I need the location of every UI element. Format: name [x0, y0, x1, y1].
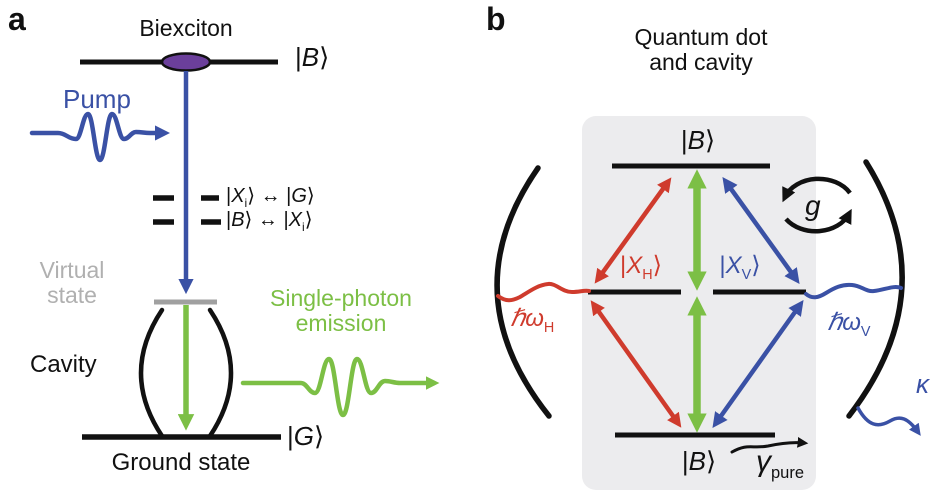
- biexciton-title: Biexciton: [139, 15, 233, 41]
- h-transition-arrow-lower: [590, 300, 682, 428]
- ket-B-top: |B⟩: [681, 126, 715, 154]
- gamma-pure-label: γpure: [756, 445, 804, 481]
- ket-letter: X: [725, 252, 742, 279]
- ket-letter: B: [687, 125, 705, 155]
- cavity-mirror-left-a: [138, 307, 165, 439]
- hw-sub: H: [543, 319, 555, 336]
- ket-bar: |: [619, 252, 627, 279]
- biexciton-dot: [160, 52, 212, 72]
- title-line2: and cavity: [649, 48, 753, 75]
- title-line1: Quantum dot: [634, 24, 768, 50]
- g-coupling-arc-bottom: [784, 208, 852, 234]
- emission-line1: Single-photon: [270, 285, 412, 311]
- ket-bracket: ⟩: [705, 446, 717, 476]
- cavity-mirror-left-b: [494, 165, 552, 419]
- hw-main: ℏω: [510, 305, 544, 332]
- t1-p3: ⟩: [306, 185, 315, 207]
- t1-g: G: [291, 185, 307, 207]
- t2-p2: ⟩ ↔ |: [244, 209, 289, 231]
- virtual-line2: state: [47, 281, 97, 308]
- panel-a-label: a: [8, 1, 26, 37]
- ket-letter: X: [626, 252, 643, 279]
- ket-XH: |XH⟩: [619, 252, 663, 282]
- gamma-sub: pure: [771, 464, 805, 482]
- panel-b-label: b: [486, 1, 506, 37]
- v-transition-arrow-lower: [712, 300, 804, 428]
- hbar-omega-v-label: ℏωV: [827, 309, 871, 339]
- ket-bracket: ⟩: [704, 125, 716, 155]
- ket-B-panel-a: |B⟩: [295, 43, 329, 71]
- t1-p1: |: [226, 185, 232, 207]
- gamma-pure-arrow: [730, 436, 809, 454]
- t2-b: B: [231, 209, 245, 231]
- ket-letter: G: [293, 421, 314, 451]
- panel-b-graphics: [494, 116, 921, 490]
- ket-bracket: ⟩: [652, 252, 663, 279]
- ket-letter: B: [688, 446, 706, 476]
- t1-p2: ⟩ ↔ |: [247, 185, 292, 207]
- hw-sub: V: [860, 323, 871, 340]
- ket-bar: |: [681, 446, 689, 476]
- ket-bracket: ⟩: [319, 42, 330, 72]
- cavity-mirror-right-a: [207, 307, 234, 439]
- ket-XV: |XV⟩: [719, 252, 761, 282]
- ground-state-label: Ground state: [111, 449, 251, 476]
- g-coupling-arc-top: [782, 176, 852, 203]
- pump-label: Pump: [63, 84, 131, 114]
- virtual-line1: Virtual: [39, 257, 105, 283]
- t1-x: X: [231, 185, 245, 207]
- ket-B-bottom: |B⟩: [682, 447, 716, 475]
- ket-bar: |: [719, 252, 726, 279]
- gamma-symbol: γ: [756, 445, 771, 478]
- ket-bracket: ⟩: [751, 252, 761, 279]
- kappa-decay-arrow: [856, 406, 921, 436]
- ket-bar: |: [680, 125, 688, 155]
- photon-h-wave: [496, 281, 591, 303]
- ket-sub: H: [642, 266, 653, 283]
- transition-label-1: |Xi⟩ ↔ |G⟩: [226, 185, 315, 210]
- t2-sub: i: [302, 220, 305, 234]
- t2-p3: ⟩: [304, 209, 313, 231]
- photon-v-wave: [804, 282, 903, 300]
- ket-bracket: ⟩: [314, 421, 325, 451]
- cavity-label: Cavity: [30, 351, 97, 378]
- hw-main: ℏω: [827, 309, 861, 336]
- pump-pulse-wave: [29, 111, 171, 163]
- t2-p1: |: [226, 209, 232, 231]
- ket-letter: B: [301, 42, 320, 72]
- ket-G-panel-a: |G⟩: [287, 422, 324, 450]
- emission-line2: emission: [295, 309, 387, 336]
- h-transition-arrow-upper: [594, 177, 672, 284]
- single-photon-wave: [240, 356, 440, 418]
- panel-a-graphics: [29, 52, 440, 440]
- ket-bar: |: [287, 421, 294, 451]
- ket-sub: V: [741, 266, 752, 283]
- t1-sub: i: [244, 196, 248, 210]
- v-transition-arrow-upper: [722, 177, 800, 284]
- ket-bar: |: [295, 42, 302, 72]
- t2-x: X: [288, 209, 303, 231]
- g-coupling-label: g: [805, 190, 821, 221]
- kappa-label: κ: [916, 369, 929, 399]
- hbar-omega-h-label: ℏωH: [510, 305, 554, 335]
- transition-label-2: |B⟩ ↔ |Xi⟩: [226, 209, 313, 234]
